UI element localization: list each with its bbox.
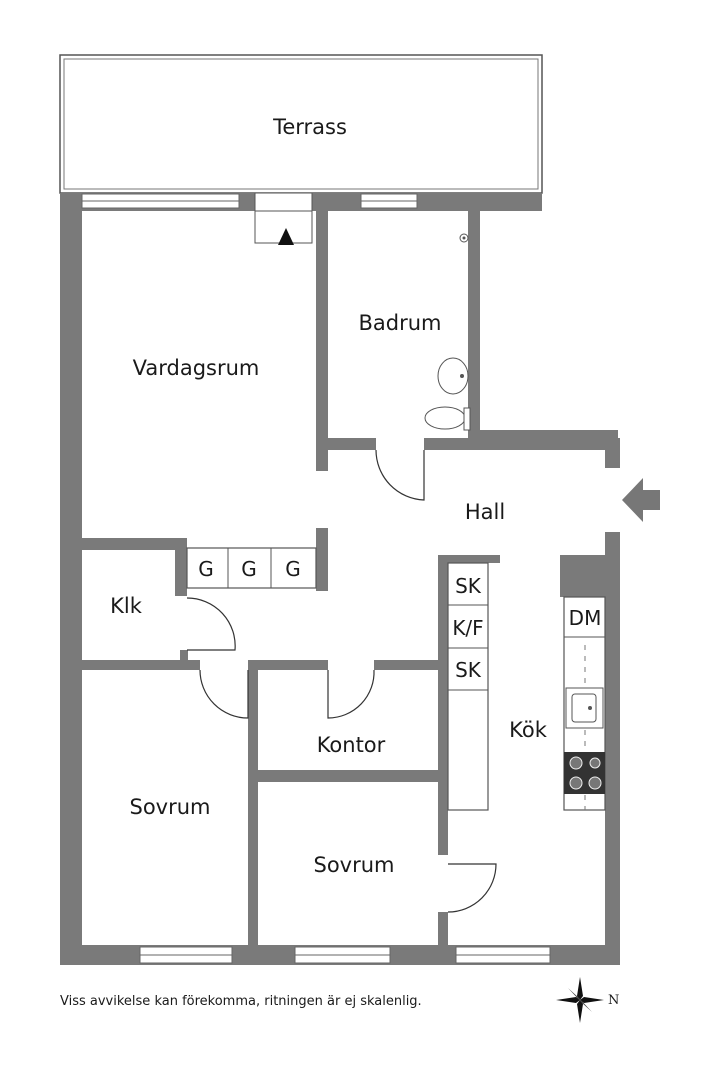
kitchen-cabinets-left <box>447 562 489 811</box>
bedroom-label: Sovrum <box>129 795 210 819</box>
bedroom-label: Sovrum <box>313 853 394 877</box>
fixture-labels: G G G SK K/F SK DM <box>198 557 601 682</box>
kitchen-label: Kök <box>509 718 548 742</box>
outer-walls <box>60 193 620 965</box>
wardrobe-label: G <box>241 557 257 581</box>
wardrobe-label: G <box>198 557 214 581</box>
terrace <box>59 54 543 194</box>
sink-icon <box>437 357 469 395</box>
terrace-door <box>254 192 313 245</box>
closet-label: Klk <box>110 594 143 618</box>
interior-walls <box>60 193 500 965</box>
room-labels: Terrass Vardagsrum Badrum Hall Klk Konto… <box>110 115 548 877</box>
kitchen-sink-icon <box>565 687 604 729</box>
cabinet-label: SK <box>455 574 482 598</box>
doors <box>186 449 497 913</box>
dishwasher-label: DM <box>569 606 602 630</box>
stove-icon <box>564 752 605 794</box>
shower-icon <box>459 233 469 243</box>
fridge-freezer-label: K/F <box>452 616 483 640</box>
windows <box>81 193 551 964</box>
terrace-label: Terrass <box>272 115 347 139</box>
wardrobe-label: G <box>285 557 301 581</box>
bathroom-label: Badrum <box>358 311 441 335</box>
office-label: Kontor <box>317 733 386 757</box>
wardrobes <box>186 547 317 589</box>
entrance-arrow-icon <box>622 478 660 522</box>
up-arrow-icon <box>278 228 294 245</box>
cabinet-label: SK <box>455 658 482 682</box>
toilet-icon <box>424 406 471 431</box>
kitchen-counter <box>563 596 606 811</box>
living-room-label: Vardagsrum <box>133 356 260 380</box>
disclaimer-text: Viss avvikelse kan förekomma, ritningen … <box>60 994 422 1009</box>
bathroom-fixtures <box>424 233 471 431</box>
hall-label: Hall <box>465 500 505 524</box>
compass-icon <box>556 977 604 1023</box>
north-label: N <box>608 993 619 1008</box>
